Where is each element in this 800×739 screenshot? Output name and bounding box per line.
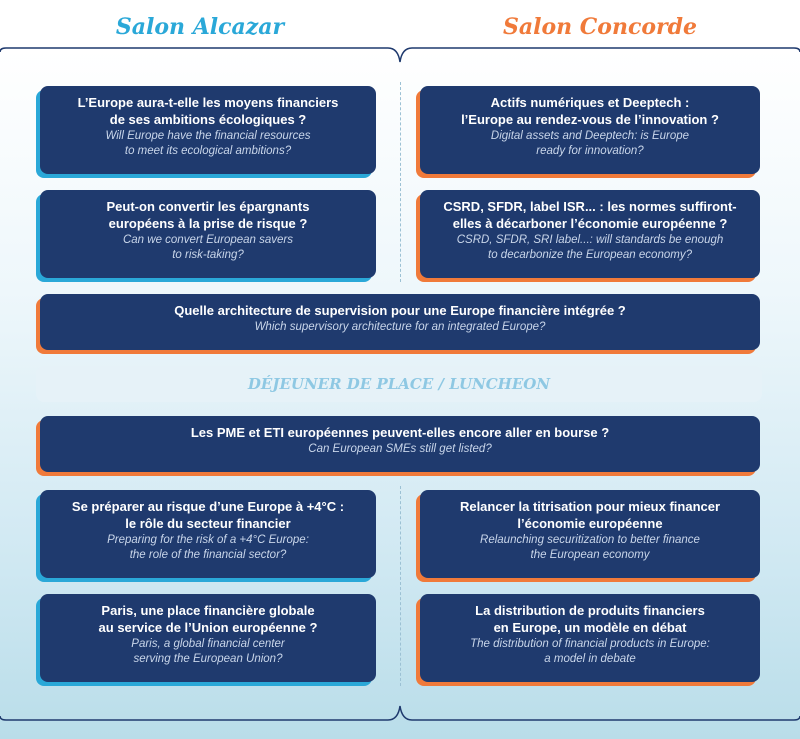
session-title-en: Relaunching securitization to better fin…	[480, 534, 700, 561]
column-divider	[400, 486, 401, 686]
session-card[interactable]: L’Europe aura-t-elle les moyens financie…	[40, 86, 376, 174]
session-title-fr: L’Europe aura-t-elle les moyens financie…	[77, 95, 339, 127]
salon-alcazar-heading: Salon Alcazar	[115, 14, 285, 40]
session-card[interactable]: Se préparer au risque d’une Europe à +4°…	[40, 490, 376, 578]
session-title-fr: Les PME et ETI européennes peuvent-elles…	[190, 425, 610, 440]
header-divider-line	[0, 47, 800, 63]
session-card[interactable]: Relancer la titrisation pour mieux finan…	[420, 490, 760, 578]
session-card[interactable]: Les PME et ETI européennes peuvent-elles…	[40, 416, 760, 472]
salon-concorde-heading: Salon Concorde	[502, 14, 698, 40]
session-card[interactable]: Quelle architecture de supervision pour …	[40, 294, 760, 350]
session-title-en: CSRD, SFDR, SRI label...: will standards…	[456, 234, 724, 261]
session-title-en: Will Europe have the financial resources…	[105, 130, 311, 157]
session-title-fr: Relancer la titrisation pour mieux finan…	[459, 499, 721, 531]
session-title-fr: CSRD, SFDR, label ISR... : les normes su…	[443, 199, 737, 231]
session-title-en: Can European SMEs still get listed?	[308, 443, 492, 455]
session-title-en: Which supervisory architecture for an in…	[254, 321, 546, 333]
session-card[interactable]: Actifs numériques et Deeptech :l’Europe …	[420, 86, 760, 174]
session-card[interactable]: CSRD, SFDR, label ISR... : les normes su…	[420, 190, 760, 278]
column-divider	[400, 82, 401, 282]
session-title-en: The distribution of financial products i…	[470, 638, 710, 665]
session-title-fr: Actifs numériques et Deeptech :l’Europe …	[461, 95, 719, 127]
luncheon-banner: DÉJEUNER DE PLACE / LUNCHEON	[36, 366, 762, 402]
footer-divider-line	[0, 705, 800, 721]
session-title-en: Preparing for the risk of a +4°C Europe:…	[107, 534, 309, 561]
session-title-fr: Se préparer au risque d’une Europe à +4°…	[71, 499, 345, 531]
session-title-fr: Quelle architecture de supervision pour …	[174, 303, 626, 318]
